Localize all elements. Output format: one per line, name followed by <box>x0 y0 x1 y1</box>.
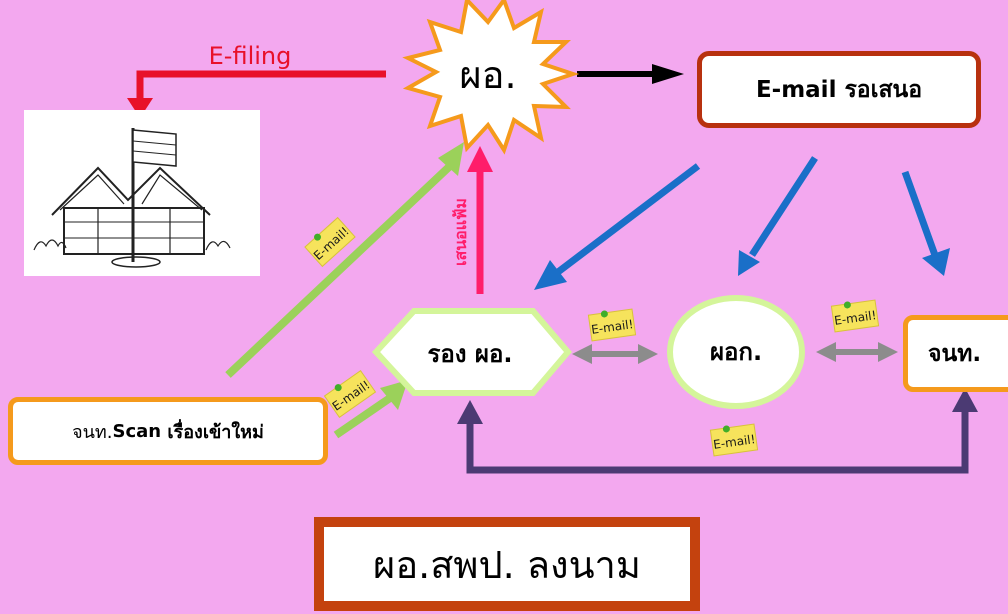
division-staff-arrow <box>816 342 898 362</box>
staff-label: จนท. <box>928 340 982 367</box>
email-note-icon: E-mail! <box>709 421 759 457</box>
present-file-arrow <box>467 146 493 294</box>
deputy-label: รอง ผอ. <box>428 340 513 368</box>
sign-label: ผอ.สพป. ลงนาม <box>373 542 641 587</box>
sign-banner: ผอ.สพป. ลงนาม <box>314 517 700 611</box>
division-head-label: ผอก. <box>710 338 762 366</box>
email-to-division-arrow <box>738 156 818 276</box>
email-to-deputy-arrow <box>534 163 701 290</box>
scan-new-node[interactable]: จนท.Scan เรื่องเข้าใหม่ <box>8 397 328 465</box>
director-to-email-arrow <box>577 64 684 84</box>
school-house-illustration <box>24 110 260 276</box>
scan-to-director-arrow <box>225 142 464 378</box>
scan-bold: Scan <box>112 420 162 442</box>
email-pending-label: E-mail รอเสนอ <box>755 76 923 103</box>
deputy-node[interactable] <box>371 308 572 396</box>
scan-suffix: เรื่องเข้าใหม่ <box>161 421 264 443</box>
email-to-staff-arrow <box>901 170 950 276</box>
staff-deputy-loop-arrow <box>457 388 978 474</box>
scan-to-deputy-arrow <box>333 380 408 439</box>
email-note-text: E-mail! <box>590 317 634 337</box>
deputy-division-arrow <box>572 344 658 364</box>
director-label: ผอ. <box>459 53 516 97</box>
email-note-icon: E-mail! <box>587 306 637 342</box>
director-burst[interactable] <box>402 0 580 155</box>
email-pending-node[interactable]: E-mail รอเสนอ <box>697 51 981 128</box>
sign-banner-inner: ผอ.สพป. ลงนาม <box>322 525 692 603</box>
email-note-text: E-mail! <box>712 432 756 452</box>
scan-prefix: จนท. <box>72 421 113 443</box>
present-file-label: เสนอแฟ้ม <box>451 198 470 266</box>
efiling-label: E-filing <box>209 42 292 70</box>
email-note-text: E-mail! <box>833 308 877 328</box>
division-head-node[interactable] <box>667 295 805 409</box>
staff-node[interactable]: จนท. <box>903 315 1008 392</box>
email-note-icon: E-mail! <box>830 297 880 333</box>
efiling-arrow <box>127 70 386 118</box>
